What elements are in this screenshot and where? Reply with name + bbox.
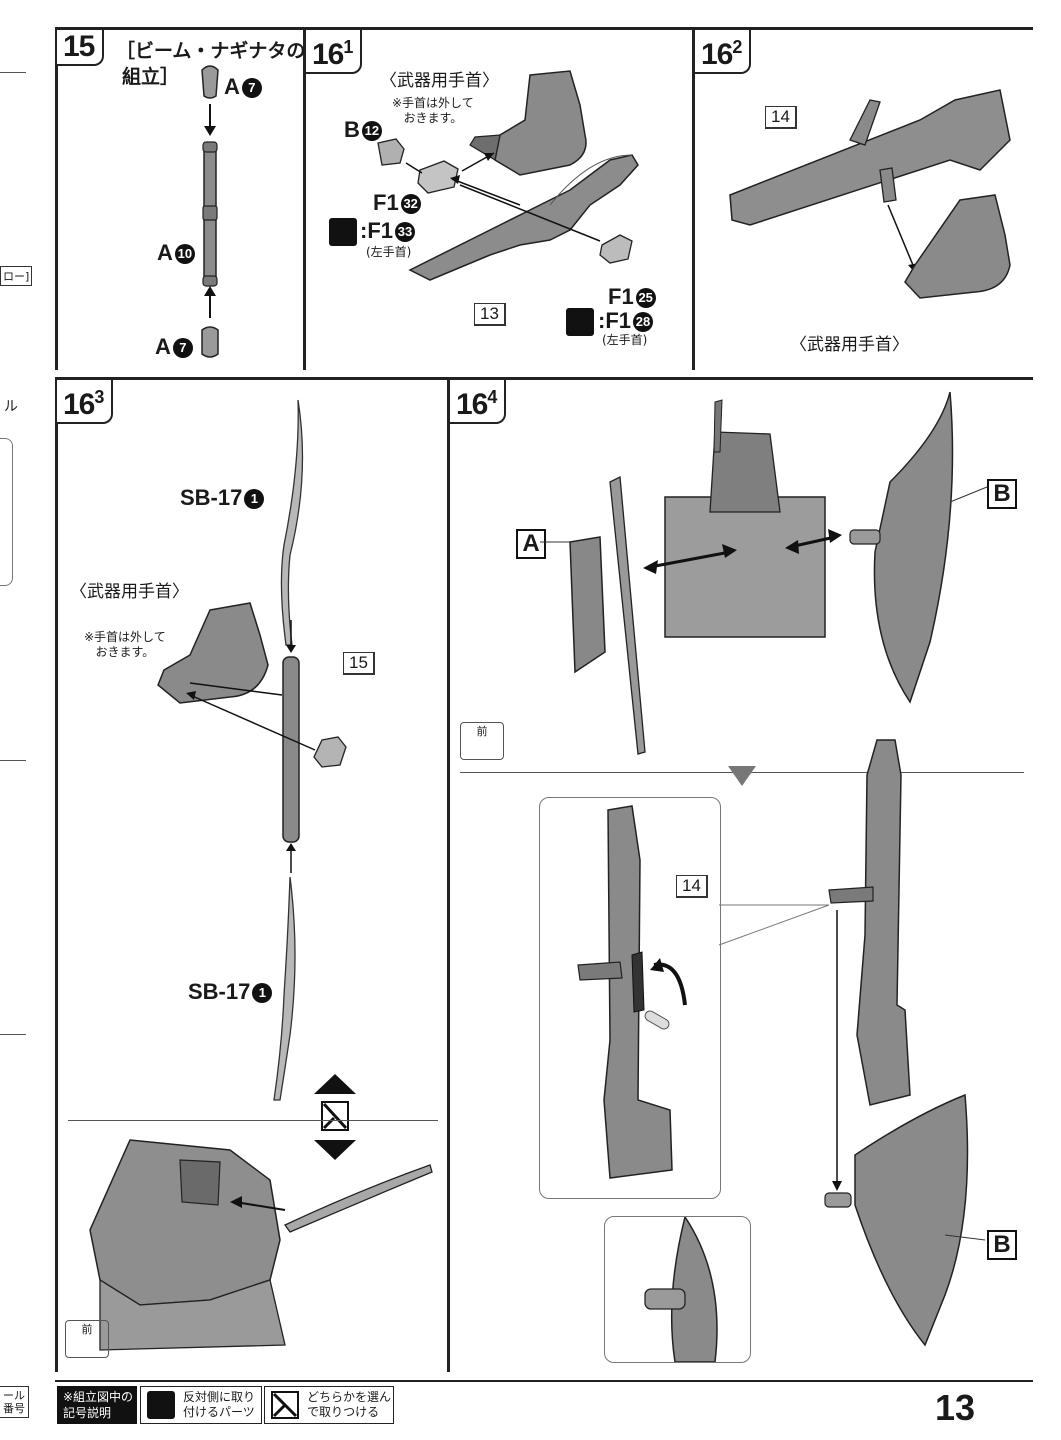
divider-16-3-16-4	[447, 377, 450, 1372]
step-16-3-badge: 163	[57, 380, 114, 424]
label-a: A	[516, 529, 546, 559]
callout-13: 13	[474, 303, 506, 326]
rifle-mount-illustration	[729, 89, 1011, 299]
top-rule	[55, 27, 1033, 30]
middle-rule	[55, 377, 1033, 380]
beam-naginata-assembly-illustration	[157, 399, 347, 1101]
step-16-1-note: ※手首は外して おきます。	[392, 96, 474, 125]
left-hand-note: (左手首)	[602, 333, 648, 347]
step-16-2-badge: 162	[695, 30, 752, 74]
margin-box	[0, 438, 13, 586]
legend-title: ※組立図中の 記号説明	[57, 1386, 137, 1424]
margin-tag: ロー]	[0, 266, 33, 286]
naginata-grip-illustration	[201, 65, 219, 358]
step-16-4-badge: 164	[450, 380, 507, 424]
legend-mirror-text: 反対側に取り 付けるパーツ	[183, 1390, 256, 1419]
legend-item-mirror: 反対側に取り 付けるパーツ	[140, 1386, 262, 1424]
step-16-1-badge: 161	[306, 30, 363, 74]
divider-16-1-16-2	[692, 27, 695, 370]
front-indicator: 前	[65, 1320, 109, 1358]
margin-footer-box: ール番号	[0, 1386, 29, 1418]
margin-rule	[0, 72, 26, 73]
mirror-part-symbol	[566, 308, 594, 336]
select-one-symbol	[314, 1074, 356, 1160]
backpack-mount-illustration	[89, 1139, 433, 1351]
step-15-title-line2: 組立］	[122, 66, 180, 88]
step-16-1-heading: 〈武器用手首〉	[380, 71, 499, 91]
step-16-3-heading: 〈武器用手首〉	[70, 582, 189, 602]
step-16-2-heading: 〈武器用手首〉	[790, 335, 909, 355]
step-15-badge: 15	[57, 30, 105, 66]
label-b: B	[987, 479, 1017, 509]
front-indicator: 前	[460, 722, 504, 760]
left-border-top	[55, 27, 58, 370]
callout-14-detail: 14	[676, 875, 708, 898]
peg-detail-illustration	[644, 1217, 718, 1362]
next-step-triangle	[728, 766, 756, 786]
margin-text: ル	[4, 399, 18, 415]
rifle-to-shield-illustration	[824, 739, 986, 1347]
detail-box	[539, 797, 721, 1199]
mirror-part-icon	[147, 1391, 175, 1419]
callout-14: 14	[765, 106, 797, 129]
detail-box-leader	[718, 904, 830, 946]
rifle-grip-fold-illustration	[577, 805, 687, 1179]
bottom-rule	[55, 1380, 1033, 1382]
detail-zoom-box	[604, 1216, 751, 1363]
step-16-3-separator	[68, 1120, 438, 1121]
callout-15: 15	[343, 652, 375, 675]
legend-item-select: どちらかを選ん で取りつける	[264, 1386, 394, 1424]
divider-15-16-1	[303, 27, 306, 370]
label-b-lower: B	[987, 1230, 1017, 1260]
legend-select-text: どちらかを選ん で取りつける	[307, 1390, 392, 1419]
left-hand-note: (左手首)	[366, 245, 412, 259]
page-number: 13	[935, 1387, 976, 1428]
select-one-icon	[271, 1391, 299, 1419]
left-border-bottom	[55, 377, 58, 1372]
margin-rule	[0, 1034, 26, 1035]
margin-rule	[0, 760, 26, 761]
hand-and-rifle-illustration	[377, 70, 639, 281]
mirror-part-symbol	[329, 218, 357, 246]
shield-attachment-illustration	[540, 391, 988, 755]
step-15-title-line1: ［ビーム・ナギナタの	[116, 40, 306, 62]
step-16-3-note: ※手首は外して おきます。	[84, 630, 166, 659]
